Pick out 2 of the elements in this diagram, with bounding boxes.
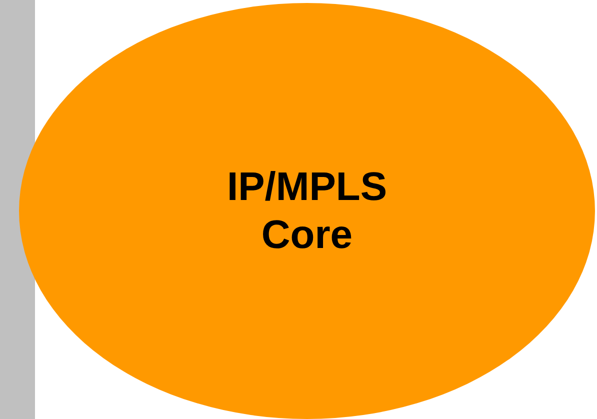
- side-bar: [0, 0, 35, 419]
- node-label: IP/MPLS Core: [226, 164, 388, 259]
